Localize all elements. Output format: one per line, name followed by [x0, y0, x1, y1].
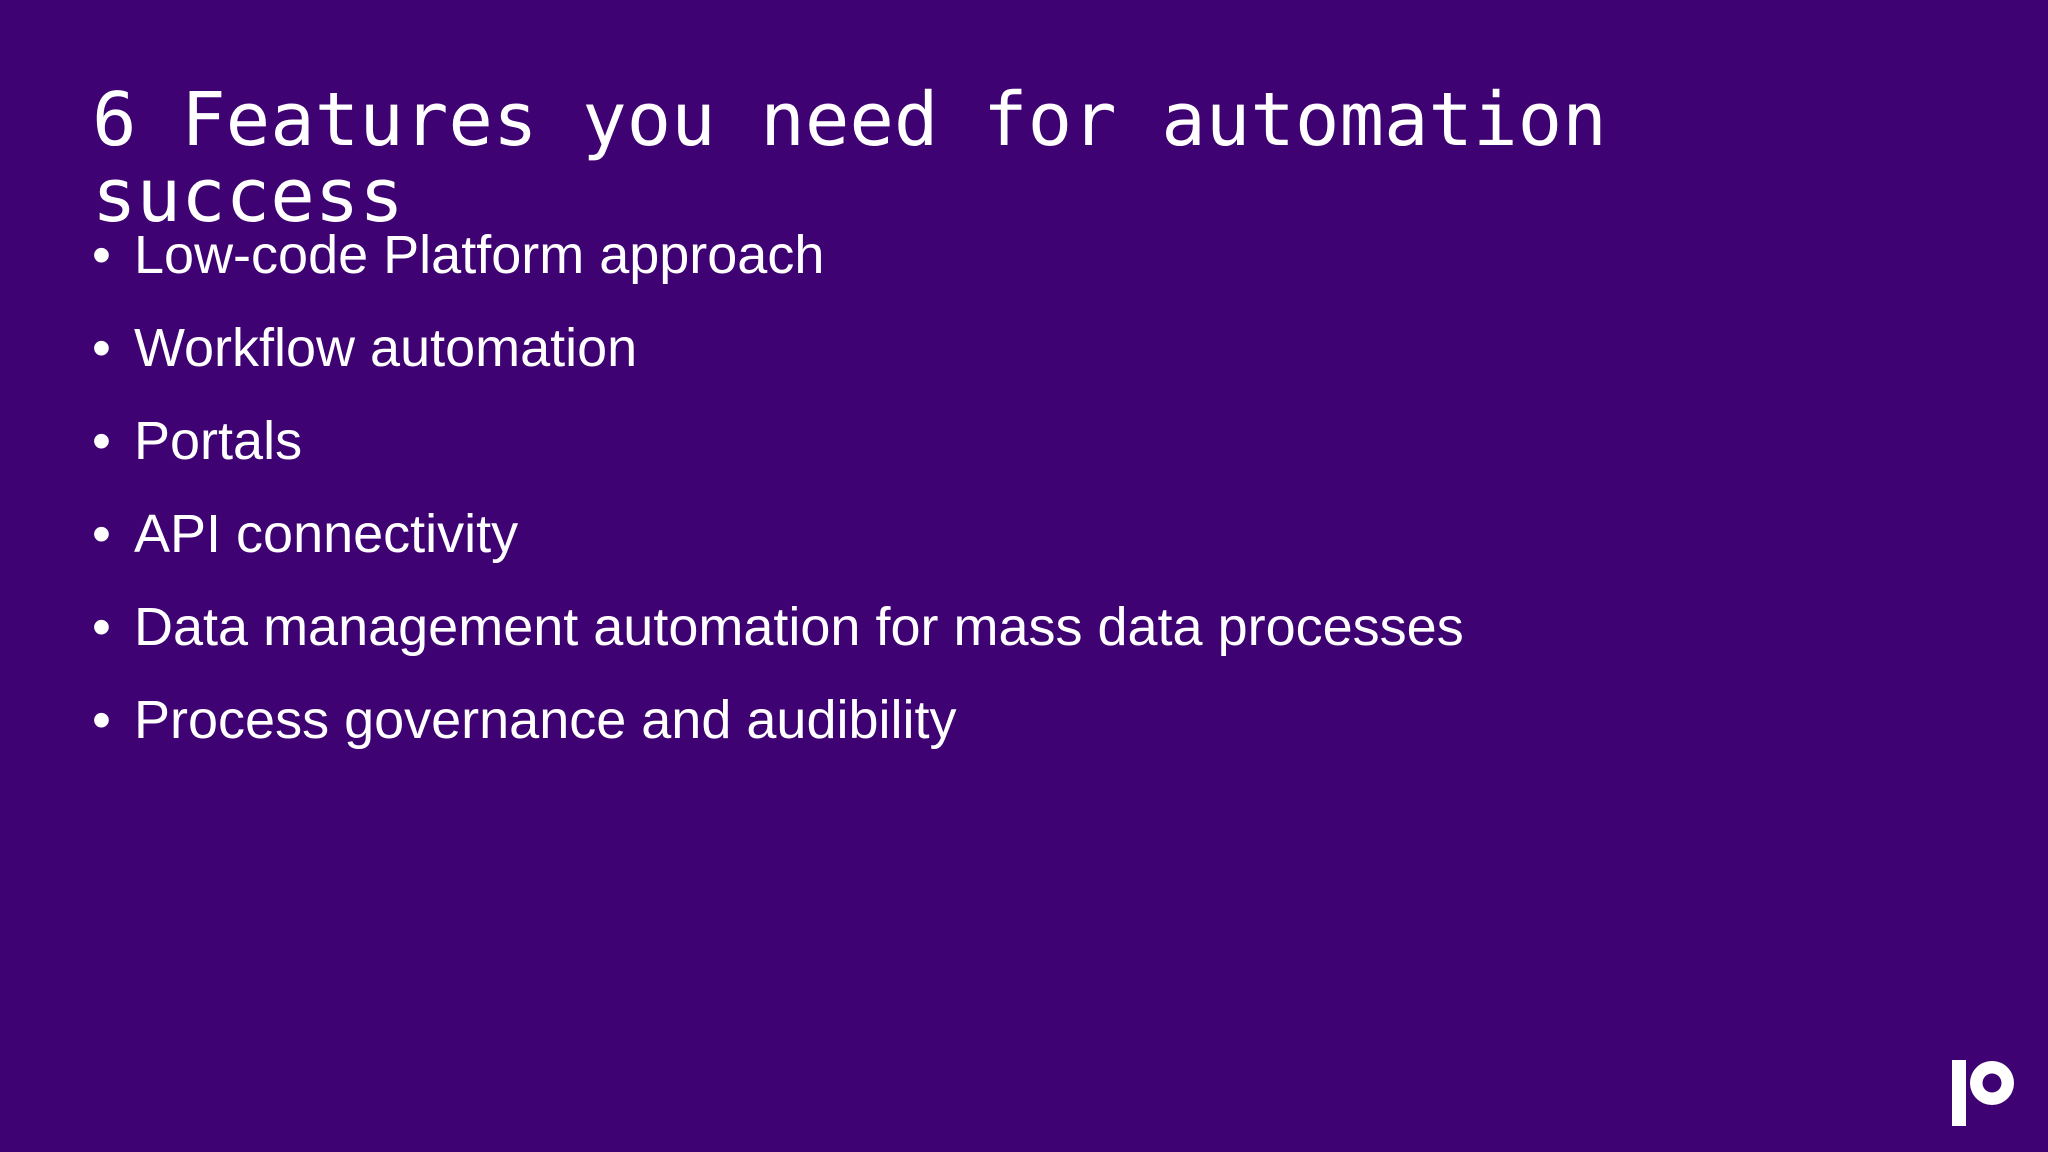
list-item-label: Portals	[134, 411, 303, 471]
slide-title: 6 Features you need for automation succe…	[92, 77, 1607, 240]
list-item-label: Workflow automation	[134, 318, 638, 378]
list-item-label: Data management automation for mass data…	[134, 597, 1464, 657]
patreon-logo-icon	[1952, 1060, 2014, 1126]
bullet-icon: •	[92, 690, 111, 750]
bullet-icon: •	[92, 504, 111, 564]
bullet-list: • Low-code Platform approach • Workflow …	[92, 228, 1912, 786]
bullet-icon: •	[92, 597, 111, 657]
bullet-icon: •	[92, 225, 111, 285]
bullet-icon: •	[92, 411, 111, 471]
list-item: • API connectivity	[92, 507, 1912, 600]
list-item: • Data management automation for mass da…	[92, 600, 1912, 693]
list-item: • Process governance and audibility	[92, 693, 1912, 786]
list-item: • Portals	[92, 414, 1912, 507]
bullet-icon: •	[92, 318, 111, 378]
list-item-label: Low-code Platform approach	[134, 225, 825, 285]
list-item-label: Process governance and audibility	[134, 690, 957, 750]
list-item-label: API connectivity	[134, 504, 519, 564]
list-item: • Workflow automation	[92, 321, 1912, 414]
list-item: • Low-code Platform approach	[92, 228, 1912, 321]
